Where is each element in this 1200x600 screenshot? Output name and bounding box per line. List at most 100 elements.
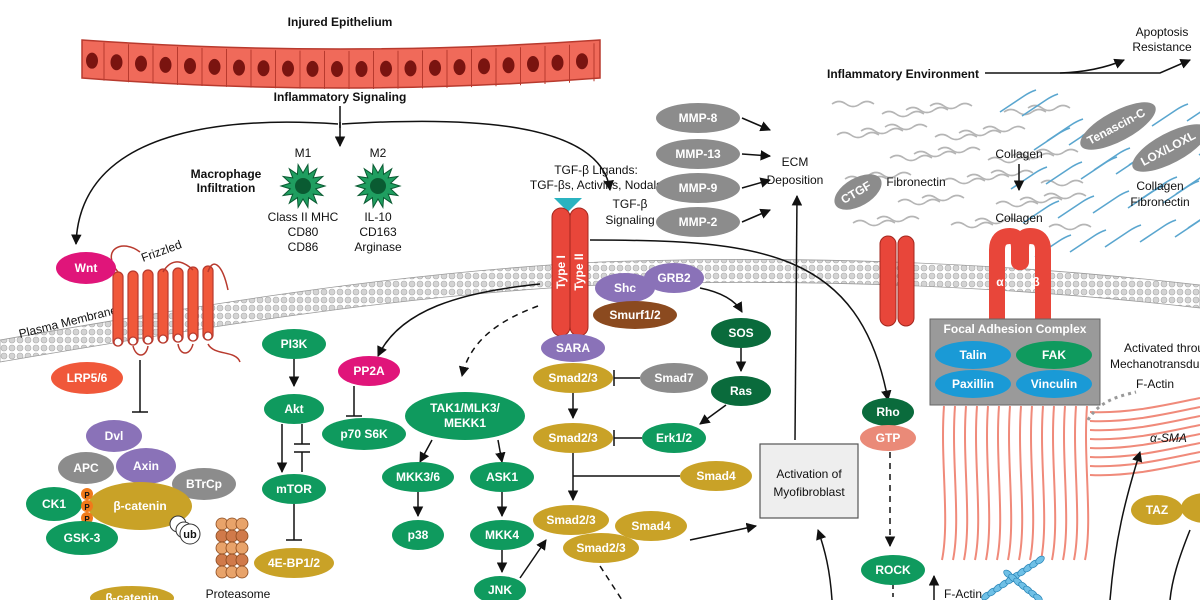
wnt-label: Wnt [75,261,98,275]
smad4-b-label: Smad4 [631,519,671,533]
fibronectin-fiber [987,156,1031,164]
epithelium-nucleus [404,60,417,77]
actin-strand [1084,405,1090,561]
proteasome-subunit [235,517,249,531]
arrow-smad-myofib [689,522,758,541]
epithelium-nucleus [355,60,368,77]
type2-label: Type II [572,253,586,290]
focal-adhesion-complex: Focal Adhesion Complex Talin FAK Paxilli… [929,318,1101,406]
frizzled-loop-end [128,336,138,346]
proteasome-label: Proteasome [206,587,271,600]
pp2a-label: PP2A [353,364,385,378]
ecm-deposition-label-2: Deposition [767,173,824,187]
akt-label: Akt [284,402,303,416]
epithelium-nucleus [184,57,196,74]
fibronectin-fiber [836,131,880,139]
fibronectin-receptor-right [897,235,915,327]
actin-strand [985,405,991,561]
gsk3-label: GSK-3 [64,531,101,545]
actin-fibers [941,397,1200,561]
mmp9-label: MMP-9 [679,181,718,195]
fibronectin-fiber [905,106,949,114]
arrow-to-apoptosis [985,58,1125,74]
frizzled-helix [202,265,214,341]
collagen-fiber [1045,161,1083,185]
proteasome-icon [215,517,249,579]
ck1-label: CK1 [42,497,66,511]
fibronectin-fiber [974,217,1018,225]
injured-epithelium-label: Injured Epithelium [288,15,393,29]
fibronectin-fiber [1019,196,1063,204]
fibronectin-fiber [937,146,981,154]
arrow-mmp9 [741,177,772,189]
myofibroblast-label-1: Activation of [776,467,842,481]
fibronectin-fiber [881,110,925,118]
fibronectin-fiber [889,154,933,162]
bcatenin-bottom-label: β-catenin [105,591,158,600]
collagen-fiber [999,89,1037,113]
tgf-signaling-label-2: Signaling [605,213,654,227]
lrp-node: LRP5/6 [51,362,123,394]
actin-strand [1007,405,1013,561]
pp2a-pathway: PP2A p70 S6K [322,283,541,450]
frizzled-helix [187,266,199,342]
factin-label: F-Actin [1136,377,1174,391]
destruction-complex: Dvl APC Axin BTrCp CK1 β-catenin P P P G… [26,420,271,600]
arrow-tgf-tak1-dashed [458,305,539,378]
integrin-alpha-label: α [996,275,1004,289]
arrow-grb2-sos [699,287,743,313]
fibronectin-fiber [942,177,986,185]
smurf-label: Smurf1/2 [609,308,661,322]
smad7-label: Smad7 [654,371,694,385]
p38-label: p38 [408,528,429,542]
inhibit-smad7 [613,370,640,386]
fak-label: FAK [1042,348,1066,362]
epithelium-nucleus [576,53,588,70]
mechanotransduction: Activated throu Mechanotransdu F-Actin α… [944,341,1200,600]
collagen-top-label: Collagen [995,147,1042,161]
actin-strand [1051,405,1057,561]
fibronectin-fiber [921,194,965,202]
mkk36-label: MKK3/6 [396,470,440,484]
actin-strand [952,405,958,561]
mechano-label-2: Mechanotransdu [1110,357,1199,371]
alpha-sma-helix-icon [981,555,1045,600]
shc-label: Shc [614,281,636,295]
mkk4-label: MKK4 [485,528,519,542]
actin-strand [1062,405,1068,561]
factin-bottom-label: F-Actin [944,587,982,600]
fibronectin-fiber [982,125,1026,133]
myofibroblast-box: Activation of Myofibroblast [759,443,859,600]
rho-label: Rho [876,405,899,419]
arrow-jnk-smad [519,539,547,579]
inflammatory-arrows [71,106,614,246]
epithelium-nucleus [86,52,98,69]
epithelium-nucleus [380,60,392,77]
arrow-mmp8 [741,117,771,132]
inhibit-pp2a-p70 [346,386,362,417]
actin-strand [941,405,947,561]
frizzled-label: Frizzled [139,237,183,265]
focal-adhesion-title: Focal Adhesion Complex [944,322,1087,336]
epithelium-nucleus [306,60,319,77]
type1-label: Type I [554,255,568,289]
frizzled-loop-end [173,333,183,343]
mmp-group: MMP-8 MMP-13 MMP-9 MMP-2 ECM Deposition [656,103,824,441]
ecm-deposition-label-1: ECM [782,155,809,169]
epithelium-nucleus [551,54,564,71]
actin-strand-horizontal [1089,433,1200,450]
macrophage-nucleus [295,178,311,194]
injured-epithelium: Injured Epithelium [81,15,601,89]
proteasome-subunit [235,565,249,579]
dvl-label: Dvl [105,429,124,443]
frizzled-loop-end [203,331,213,341]
fibronectin-fiber [913,150,957,158]
arrow-to-tgf [341,120,614,192]
fibronectin-fiber [995,200,1039,208]
actin-strand [1018,405,1024,561]
inhibit-akt-mtor [294,424,310,472]
integrin-beta-label: β [1032,275,1039,289]
fibronectin-fiber [868,171,912,179]
actin-strand [974,405,980,561]
frizzled-loop-end [143,335,153,345]
